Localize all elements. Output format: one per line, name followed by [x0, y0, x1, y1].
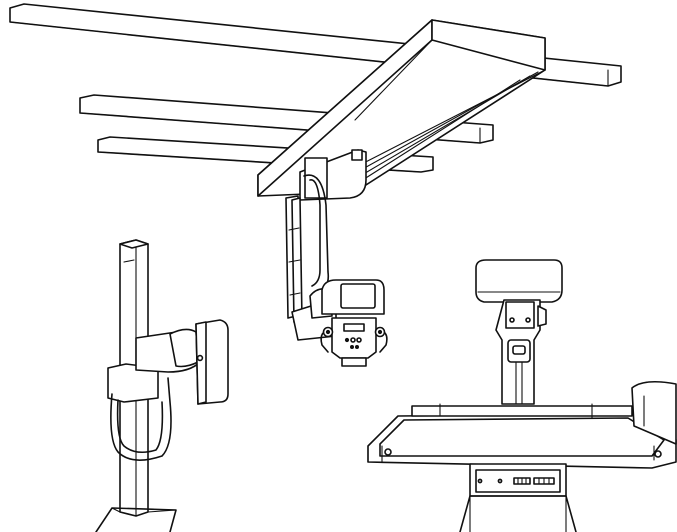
bucky-detector-panel [195, 319, 229, 405]
table-detector-head [475, 259, 563, 303]
collimator [331, 317, 377, 367]
ceiling-mounted-xray-tube [285, 174, 388, 367]
collimator-display [343, 323, 365, 332]
table-rail [411, 405, 633, 417]
tabletop [367, 403, 677, 469]
collimator-button [344, 337, 350, 343]
collimator-light [341, 357, 367, 367]
detector-knob [196, 354, 204, 362]
telescopic-column [285, 195, 303, 323]
table-handle-left [384, 448, 392, 456]
tube-head [321, 279, 385, 315]
bucky-cable [110, 377, 172, 461]
radiography-table [367, 259, 677, 532]
tube-handle-left [320, 326, 334, 353]
wall-bucky-stand [95, 239, 229, 532]
tube-display-screen [340, 283, 376, 309]
table-footboard [631, 380, 677, 445]
tube-handle-right [374, 326, 388, 353]
ceiling-rail-system [9, 3, 622, 201]
table-handle-right [654, 450, 662, 458]
bucky-base [95, 507, 177, 532]
table-tower [495, 299, 547, 405]
table-pedestal [459, 463, 577, 532]
bridge-carriage [257, 19, 546, 197]
tower-control-box [505, 301, 535, 329]
bucky-arm [135, 328, 201, 373]
